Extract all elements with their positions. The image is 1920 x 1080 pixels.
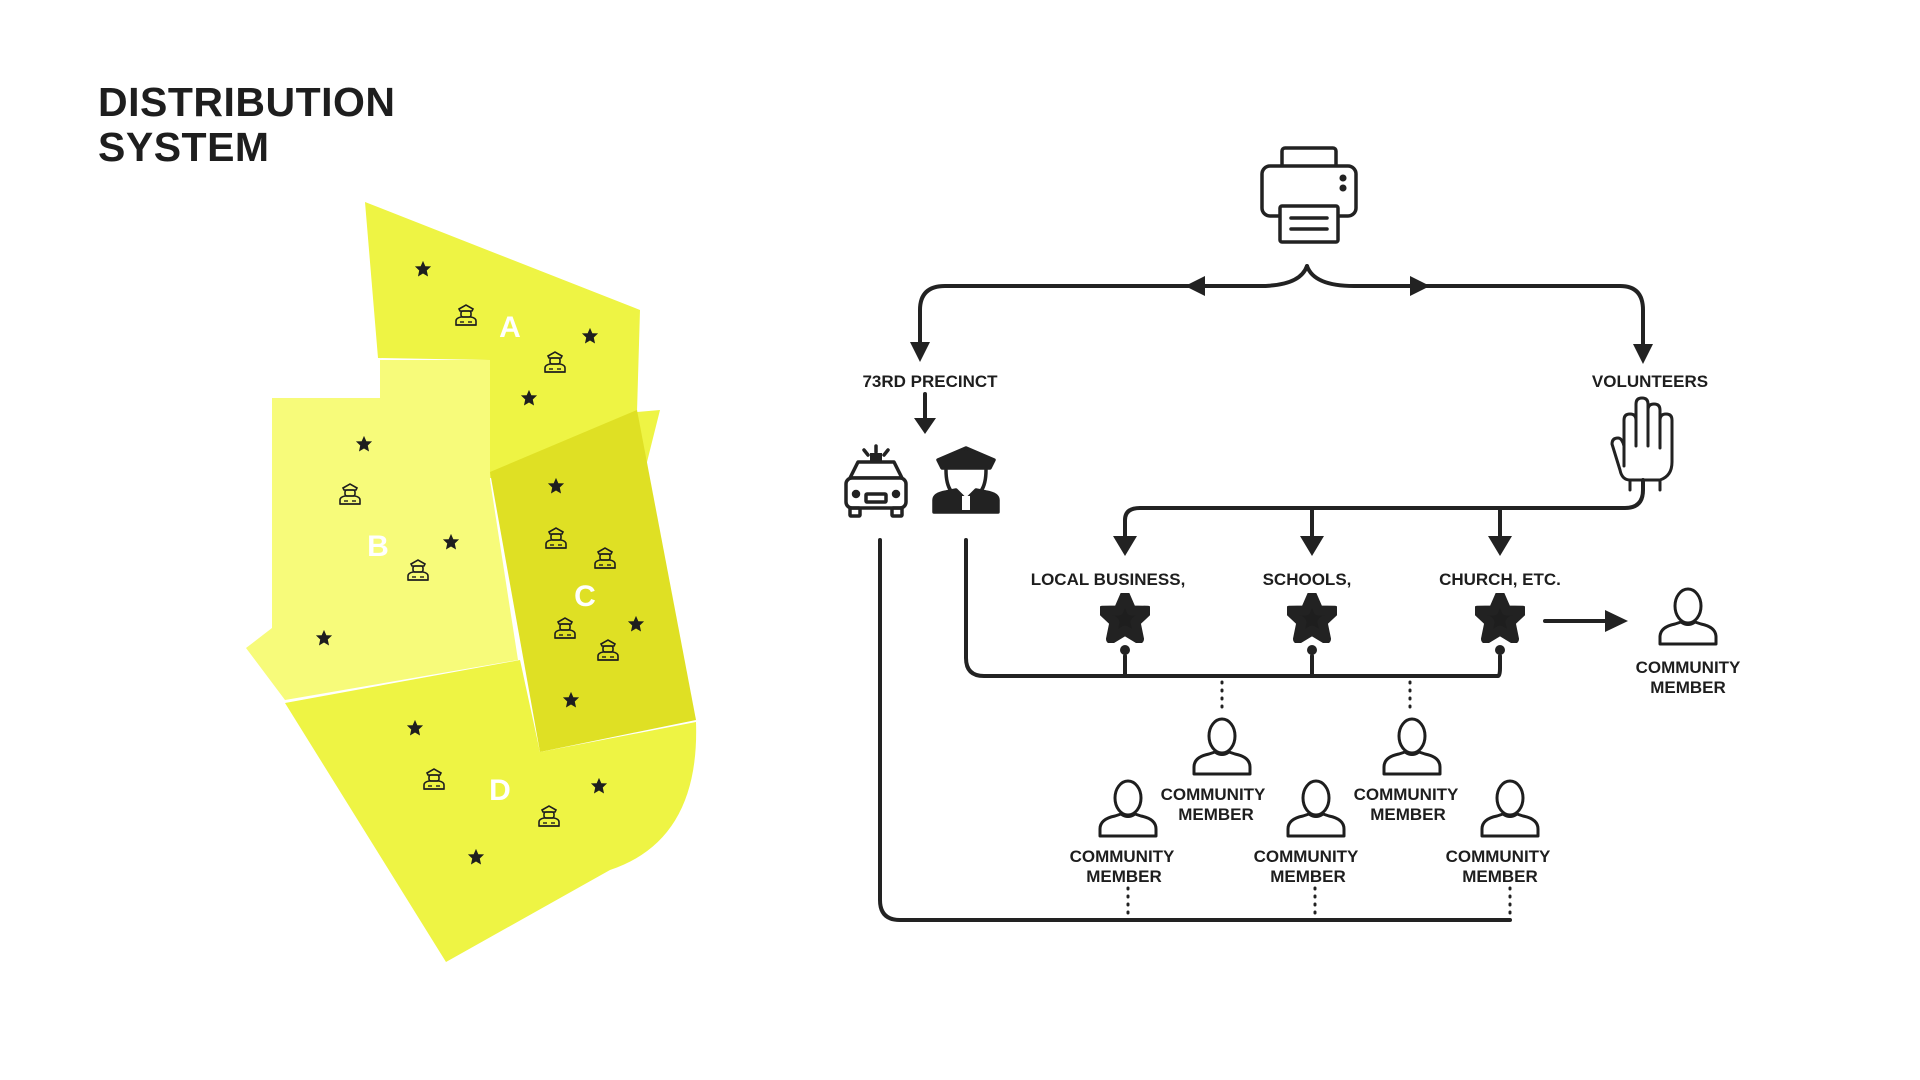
distribution-diagram (844, 146, 1674, 922)
zone-c-label: C (574, 580, 596, 613)
zone-b-label: B (367, 530, 389, 563)
zone-a-label: A (499, 311, 521, 344)
zone-d-label: D (489, 774, 511, 807)
schools-star-icon (1290, 596, 1335, 640)
community-member-label: COMMUNITY (1070, 847, 1175, 866)
car-distribution-line (878, 538, 1512, 922)
zone-d (285, 660, 697, 962)
title-line-2: SYSTEM (98, 124, 270, 170)
community-member-label: COMMUNITY (1446, 847, 1551, 866)
arrowhead (1488, 536, 1512, 556)
arrowhead (914, 418, 936, 434)
community-member-label: COMMUNITY (1636, 658, 1741, 677)
community-member-label: MEMBER (1178, 805, 1254, 824)
printer-split-connector-right (1305, 264, 1645, 354)
zone-c (490, 410, 696, 752)
community-member-label: MEMBER (1650, 678, 1726, 697)
police-officer-icon (932, 446, 1000, 514)
community-member-label: COMMUNITY (1354, 785, 1459, 804)
arrowhead (1113, 536, 1137, 556)
arrowhead (1633, 344, 1653, 364)
community-member-label: MEMBER (1462, 867, 1538, 886)
community-member-label: COMMUNITY (1254, 847, 1359, 866)
volunteers-label: VOLUNTEERS (1592, 372, 1708, 391)
dotted-connectors (1126, 680, 1512, 918)
raised-hand-icon (1610, 396, 1674, 492)
printer-split-connector (918, 264, 1309, 352)
local-business-label: LOCAL BUSINESS, (1031, 570, 1186, 589)
zone-b (246, 360, 518, 700)
volunteer-distribution-line (1123, 478, 1645, 542)
arrowhead (910, 342, 930, 362)
printer-icon (1260, 146, 1358, 244)
title-line-1: DISTRIBUTION (98, 79, 396, 125)
officer-distribution-line (964, 538, 1502, 678)
arrowhead (1185, 276, 1205, 296)
community-member-icon (1286, 779, 1346, 838)
local-business-star-icon (1103, 596, 1148, 640)
arrowhead (1300, 536, 1324, 556)
schools-label: SCHOOLS, (1263, 570, 1352, 589)
community-member-icon (1098, 779, 1158, 838)
community-member-icon (1658, 587, 1718, 646)
community-member-labels: COMMUNITY MEMBER COMMUNITY MEMBER COMMUN… (1070, 658, 1741, 886)
page-title: DISTRIBUTION SYSTEM (98, 80, 396, 170)
community-member-icon (1480, 779, 1540, 838)
community-member-label: COMMUNITY (1161, 785, 1266, 804)
community-member-label: MEMBER (1370, 805, 1446, 824)
district-map: A B C D (246, 202, 697, 962)
arrowhead (1410, 276, 1430, 296)
church-star-icon (1478, 596, 1523, 640)
church-label: CHURCH, ETC. (1439, 570, 1561, 589)
community-member-icon (1382, 717, 1442, 776)
zone-a (365, 202, 660, 478)
precinct-label: 73RD PRECINCT (862, 372, 998, 391)
community-member-label: MEMBER (1086, 867, 1162, 886)
community-member-label: MEMBER (1270, 867, 1346, 886)
arrowhead (1605, 610, 1628, 632)
community-member-icon (1192, 717, 1252, 776)
police-car-icon (844, 444, 908, 518)
